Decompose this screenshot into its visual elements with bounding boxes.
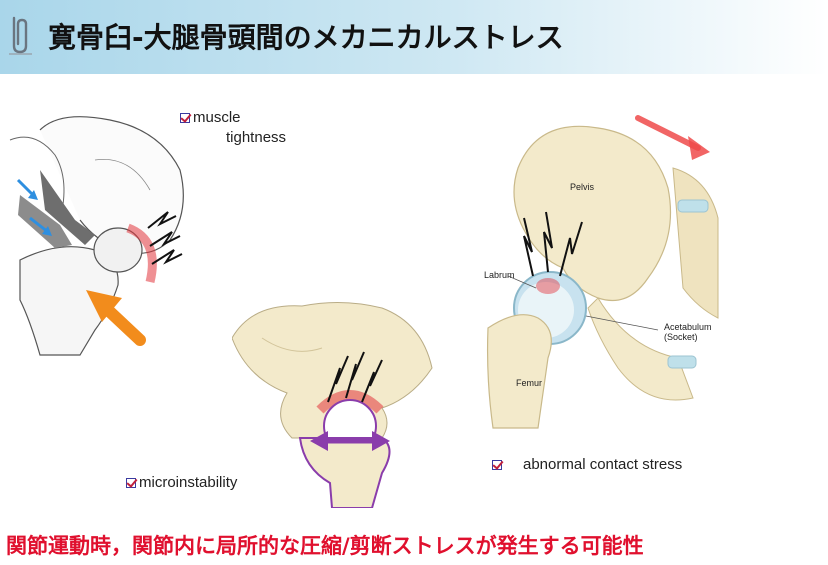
checkbox-checked-icon: [180, 113, 190, 124]
anatomy-acetabulum-line1: Acetabulum: [664, 322, 712, 332]
title-bar: 寛骨臼-大腿骨頭間のメカニカルストレス: [0, 0, 828, 74]
anatomy-label-femur: Femur: [516, 378, 543, 388]
paperclip-icon: [9, 16, 32, 55]
checkbox-checked-icon: [492, 460, 502, 471]
label-muscle-line2: tightness: [226, 129, 287, 146]
label-microinstability-text: microinstability: [139, 474, 238, 491]
label-abnormal-contact: abnormal contact stress: [492, 456, 682, 473]
label-abnormal-contact-text: abnormal contact stress: [523, 456, 683, 473]
page-title: 寛骨臼-大腿骨頭間のメカニカルストレス: [48, 21, 564, 54]
anatomy-label-pelvis: Pelvis: [570, 182, 595, 192]
label-muscle-line1: muscle: [193, 109, 241, 126]
anatomy-label-labrum: Labrum: [484, 270, 515, 280]
diagram-microinstability: [232, 298, 442, 508]
checkbox-checked-icon: [126, 478, 136, 489]
diagram-muscle-tightness: [0, 100, 200, 360]
diagram-abnormal-contact: [478, 108, 728, 438]
label-microinstability: microinstability: [126, 474, 237, 491]
anatomy-label-acetabulum: Acetabulum (Socket): [664, 322, 712, 342]
label-muscle-tightness: muscle tightness: [180, 108, 286, 148]
bottom-caption: 関節運動時，関節内に局所的な圧縮/剪断ストレスが発生する可能性: [6, 534, 644, 558]
anatomy-acetabulum-line2: (Socket): [664, 332, 698, 342]
